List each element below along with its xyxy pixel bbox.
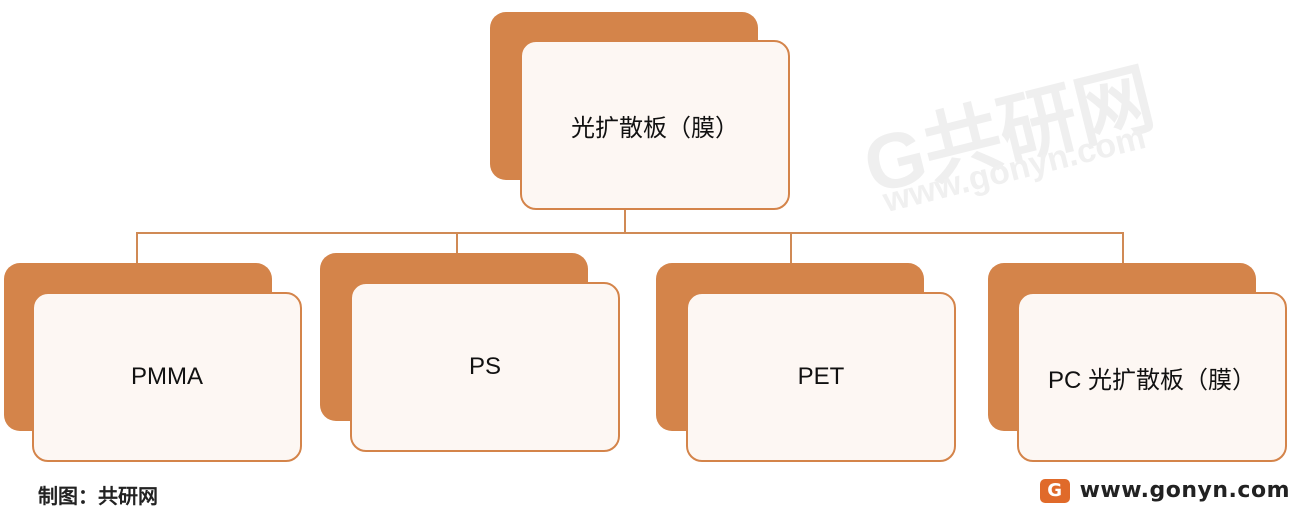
watermark-url: www.gonyn.com — [879, 118, 1150, 220]
connector-drop-pc — [1122, 232, 1124, 266]
connector-root-stem — [624, 208, 626, 232]
connector-drop-pmma — [136, 232, 138, 266]
connector-horizontal — [136, 232, 1124, 234]
child-node-label: PMMA — [131, 363, 203, 390]
child-node-card: PMMA — [32, 292, 302, 462]
child-node-label: PC 光扩散板（膜） — [1047, 366, 1256, 394]
gonyn-logo-icon: G — [1039, 478, 1070, 503]
footer-site: G www.gonyn.com — [1039, 478, 1290, 503]
root-node-card: 光扩散板（膜） — [520, 40, 790, 210]
connector-drop-pet — [790, 232, 792, 266]
connector-drop-ps — [456, 232, 458, 256]
child-node-card: PS — [350, 282, 620, 452]
child-node-card: PC 光扩散板（膜） — [1017, 292, 1287, 462]
child-node-card: PET — [686, 292, 956, 462]
footer-site-url: www.gonyn.com — [1079, 478, 1290, 503]
footer-credit: 制图：共研网 — [38, 484, 158, 508]
child-node-label: PET — [797, 363, 845, 390]
watermark-logo: G共研网 — [855, 53, 1163, 211]
root-node-label: 光扩散板（膜） — [571, 114, 739, 142]
child-node-label: PS — [468, 353, 501, 380]
